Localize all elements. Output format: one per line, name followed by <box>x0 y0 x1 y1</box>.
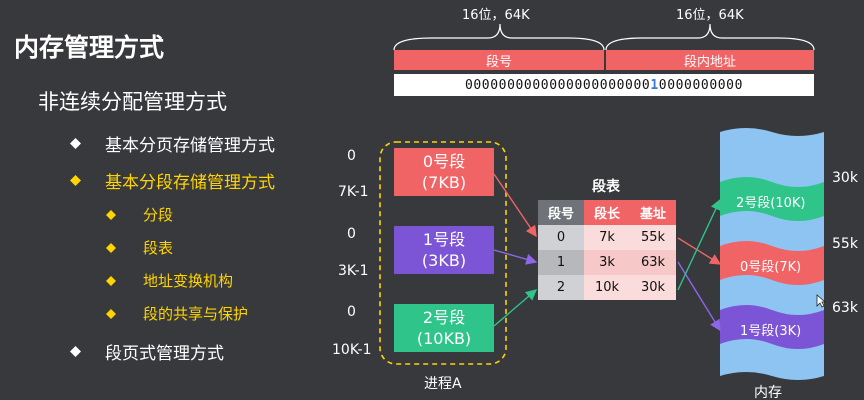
diamond-bullet-icon <box>70 138 81 149</box>
seg-no-width-label: 16位，64K <box>462 8 530 23</box>
memory-block-label: 1号段(3K) <box>740 324 802 339</box>
width-braces <box>393 23 815 51</box>
header-seg-no: 段号 <box>538 200 584 225</box>
outline-label: 地址变换机构 <box>143 272 234 290</box>
process-dashed-border <box>379 141 507 365</box>
memory-addr-63k: 63k <box>832 300 858 316</box>
cell-seg-len: 7k <box>584 225 630 250</box>
outline-item-noncontiguous: 非连续分配管理方式 <box>16 86 227 116</box>
table-row: 1 3k 63k <box>538 250 676 275</box>
outline-item-segmented-paging: 段页式管理方式 <box>70 339 224 364</box>
memory-label: 内存 <box>754 385 782 400</box>
outline-label: 分段 <box>143 206 174 224</box>
memory-block-2 <box>720 177 824 221</box>
cell-seg-len: 10k <box>584 275 630 300</box>
process-segment-1: 1号段 (3KB) <box>394 226 494 274</box>
outline-label: 段的共享与保护 <box>143 305 249 323</box>
offset-field: 段内地址 <box>606 50 814 70</box>
cell-base: 30k <box>630 275 676 300</box>
arrow-table-to-mem0 <box>677 237 722 265</box>
seg2-end-addr: 10K-1 <box>332 342 372 358</box>
page-title: 内存管理方式 <box>14 33 165 62</box>
segment-name: 1号段 <box>422 230 466 249</box>
cell-base: 63k <box>630 250 676 275</box>
table-row: 0 7k 55k <box>538 225 676 250</box>
diamond-bullet-icon <box>106 308 116 319</box>
diamond-bullet-icon <box>70 346 81 357</box>
table-row: 2 10k 30k <box>538 275 676 300</box>
seg1-end-addr: 3K-1 <box>338 263 369 279</box>
memory-block-label: 0号段(7K) <box>740 260 802 275</box>
diamond-bullet-icon <box>106 275 116 286</box>
memory-addr-55k: 55k <box>832 236 858 252</box>
process-label: 进程A <box>424 376 462 392</box>
process-segment-0: 0号段 (7KB) <box>394 148 494 196</box>
mouse-cursor-icon <box>816 294 826 308</box>
arrow-table-to-mem2 <box>677 198 721 291</box>
outline-item-paging: 基本分页存储管理方式 <box>70 131 275 156</box>
bits-one: 1 <box>650 77 659 93</box>
segment-size: (10KB) <box>416 329 472 348</box>
diamond-bullet-icon <box>106 242 116 253</box>
segment-size: (3KB) <box>421 251 467 270</box>
cell-seg-no: 1 <box>538 250 584 275</box>
arrow-table-to-mem1 <box>677 261 721 332</box>
outline-item-address-translation: 地址变换机构 <box>106 270 233 291</box>
header-seg-len: 段长 <box>584 200 630 225</box>
bits-left: 0000000000000000000000 <box>464 77 651 93</box>
diamond-bullet-icon <box>70 175 81 186</box>
seg-no-field: 段号 <box>394 50 604 70</box>
segment-name: 0号段 <box>422 152 466 171</box>
offset-width-label: 16位，64K <box>676 8 744 23</box>
seg0-end-addr: 7K-1 <box>338 184 369 200</box>
memory-block-1 <box>720 305 824 349</box>
memory-block-0 <box>720 241 824 285</box>
segment-size: (7KB) <box>421 173 467 192</box>
seg0-start-addr: 0 <box>347 148 356 164</box>
memory-addr-30k: 30k <box>832 170 858 186</box>
header-base: 基址 <box>630 200 676 225</box>
bits-right: 0000000000 <box>658 77 744 93</box>
outline-item-segment-table: 段表 <box>106 237 173 258</box>
segment-name: 2号段 <box>422 308 466 327</box>
cell-base: 55k <box>630 225 676 250</box>
outline-label: 基本分页存储管理方式 <box>105 136 275 156</box>
cell-seg-no: 0 <box>538 225 584 250</box>
arrow-seg1-to-table <box>493 249 538 265</box>
cell-seg-no: 2 <box>538 275 584 300</box>
table-header-row: 段号 段长 基址 <box>538 200 676 225</box>
memory-diagram <box>720 128 824 380</box>
outline-label: 非连续分配管理方式 <box>38 90 227 114</box>
seg1-start-addr: 0 <box>347 226 356 242</box>
segment-table-title: 段表 <box>592 179 620 195</box>
outline-item-sharing-protection: 段的共享与保护 <box>106 303 248 324</box>
outline-label: 段页式管理方式 <box>105 344 224 364</box>
cell-seg-len: 3k <box>584 250 630 275</box>
arrow-seg0-to-table <box>493 173 537 238</box>
seg2-start-addr: 0 <box>347 304 356 320</box>
outline-item-segment: 分段 <box>106 204 173 225</box>
segment-table: 段号 段长 基址 0 7k 55k 1 3k 63k 2 10k 30k <box>538 200 676 300</box>
outline-item-segmentation: 基本分段存储管理方式 <box>70 168 275 193</box>
diamond-bullet-icon <box>106 209 116 220</box>
process-segment-2: 2号段 (10KB) <box>394 304 494 352</box>
memory-block-label: 2号段(10K) <box>736 196 806 211</box>
arrow-seg2-to-table <box>493 289 538 327</box>
outline-label: 基本分段存储管理方式 <box>105 173 275 193</box>
outline-label: 段表 <box>143 239 174 257</box>
